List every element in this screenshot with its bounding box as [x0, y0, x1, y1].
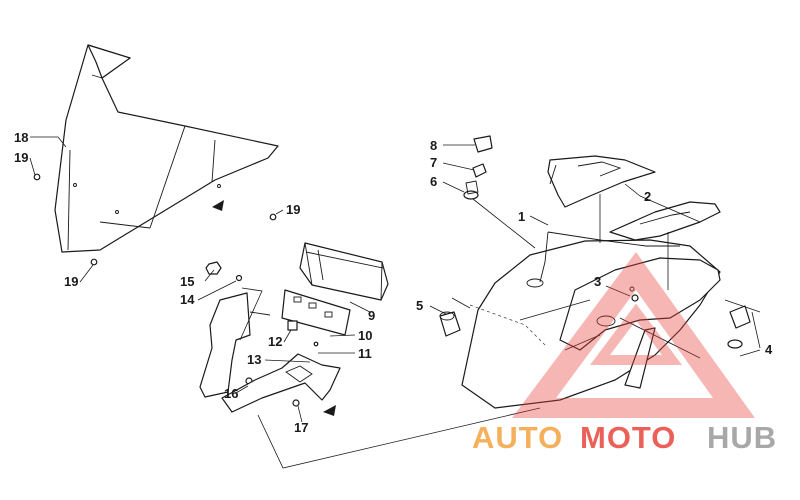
switch-5 [439, 311, 461, 337]
screw-19-top [33, 173, 41, 181]
hood [461, 231, 721, 409]
callout-11: 11 [358, 346, 372, 361]
washer-14 [235, 274, 243, 282]
screw-17 [292, 399, 300, 407]
callout-10: 10 [358, 328, 372, 343]
screw-12 [287, 320, 298, 331]
callout-1: 1 [518, 209, 525, 224]
callout-8: 8 [430, 138, 437, 153]
callout-labels: 18 19 19 19 15 14 13 12 16 17 10 11 9 8 … [14, 130, 773, 435]
callout-18: 18 [14, 130, 28, 145]
lens-cover-upper [547, 155, 656, 208]
screw-19-right [269, 213, 277, 221]
callout-13: 13 [247, 352, 261, 367]
key-cap-8 [473, 135, 493, 153]
watermark-moto: MOTO [580, 420, 676, 455]
watermark-hub: HUB [707, 420, 777, 455]
screw-11 [313, 341, 319, 347]
instrument-gauge [299, 242, 389, 301]
watermark-logo: AUTO MOTO HUB [472, 252, 777, 455]
callout-19-right: 19 [286, 202, 300, 217]
callout-2: 2 [644, 189, 651, 204]
callout-19-top: 19 [14, 150, 28, 165]
callout-9: 9 [368, 308, 375, 323]
lens-cover-lower [609, 201, 721, 241]
leader-lines [29, 136, 761, 469]
callout-5: 5 [416, 298, 423, 313]
callout-19-bottom: 19 [64, 274, 78, 289]
callout-7: 7 [430, 155, 437, 170]
callout-17: 17 [294, 420, 308, 435]
nut-15 [205, 261, 222, 275]
key-7 [472, 163, 487, 178]
callout-6: 6 [430, 174, 437, 189]
callout-15: 15 [180, 274, 194, 289]
callout-12: 12 [268, 334, 282, 349]
screw-19-bottom [90, 258, 98, 266]
nut-6 [463, 180, 479, 200]
watermark-auto: AUTO [472, 420, 563, 455]
grommet-4 [727, 305, 751, 349]
windshield [54, 44, 279, 253]
callout-14: 14 [180, 292, 195, 307]
mount-bracket [199, 292, 341, 416]
callout-3: 3 [594, 274, 601, 289]
callout-4: 4 [765, 342, 773, 357]
callout-16: 16 [224, 386, 238, 401]
fastener-3 [631, 294, 639, 302]
